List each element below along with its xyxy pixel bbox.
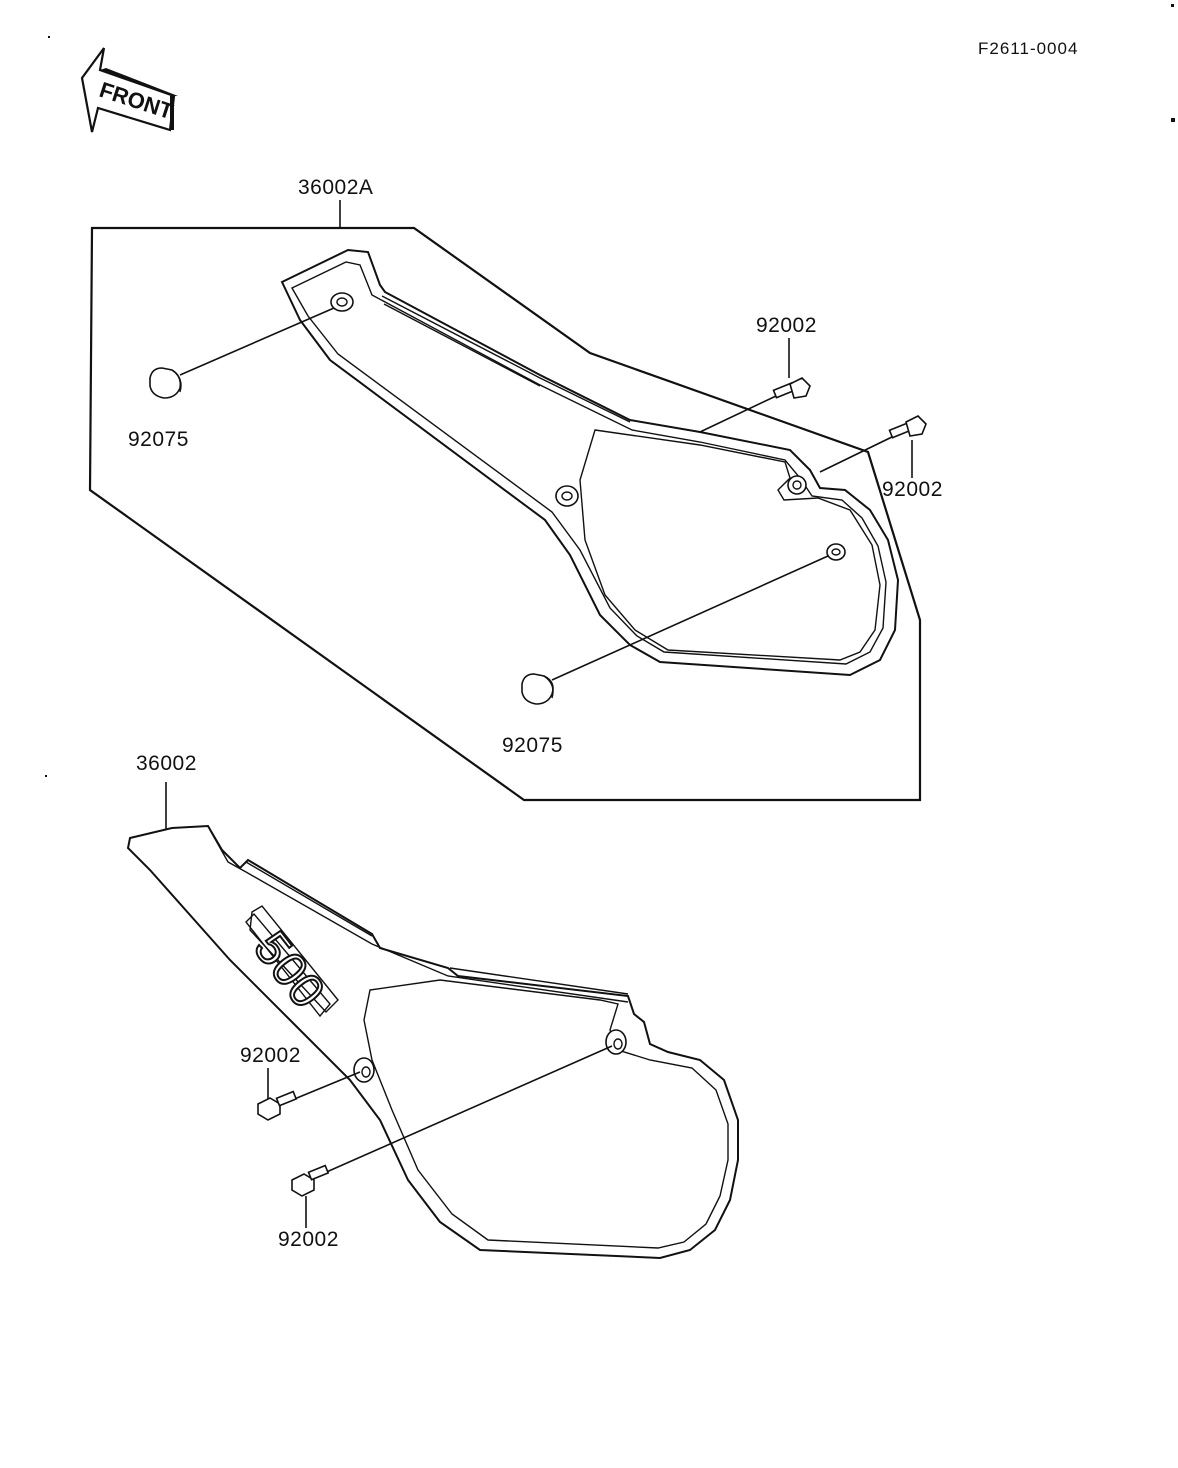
upper-grommet-2 xyxy=(555,485,579,507)
upper-side-cover xyxy=(280,248,900,677)
part-label-92002-upper-2: 92002 xyxy=(882,478,943,501)
part-label-36002: 36002 xyxy=(136,752,197,775)
part-label-36002A: 36002A xyxy=(298,176,373,199)
upper-grommet-3 xyxy=(826,543,846,561)
lower-assembly: 36002 500 92002 xyxy=(126,752,739,1260)
lower-grommet-2 xyxy=(605,1029,627,1055)
part-label-92075-bottom: 92075 xyxy=(502,734,563,757)
upper-assembly: 36002A 92075 xyxy=(88,176,943,802)
bolt-92002-lower-1-icon xyxy=(257,1090,298,1121)
figure-code: F2611-0004 xyxy=(978,39,1078,58)
lower-grommet-1 xyxy=(353,1057,375,1083)
bolt-92002-upper-1-icon xyxy=(772,377,811,399)
part-label-92002-lower-2: 92002 xyxy=(278,1228,339,1251)
part-label-92002-lower-1: 92002 xyxy=(240,1044,301,1067)
upper-grommet-1 xyxy=(330,292,354,312)
scan-specks xyxy=(45,4,1175,777)
lower-side-cover xyxy=(126,824,739,1260)
bolt-92002-lower-2-icon xyxy=(291,1164,330,1197)
part-label-92075-left: 92075 xyxy=(128,428,189,451)
part-label-92002-upper-1: 92002 xyxy=(756,314,817,337)
upper-group-boundary xyxy=(88,226,922,802)
upper-grommet-4 xyxy=(787,475,807,495)
bolt-92002-upper-2-icon xyxy=(888,415,927,439)
plug-92075-bottom-icon xyxy=(521,673,554,705)
plug-92075-left-icon xyxy=(149,367,182,399)
front-arrow-icon: FRONT xyxy=(80,47,178,133)
